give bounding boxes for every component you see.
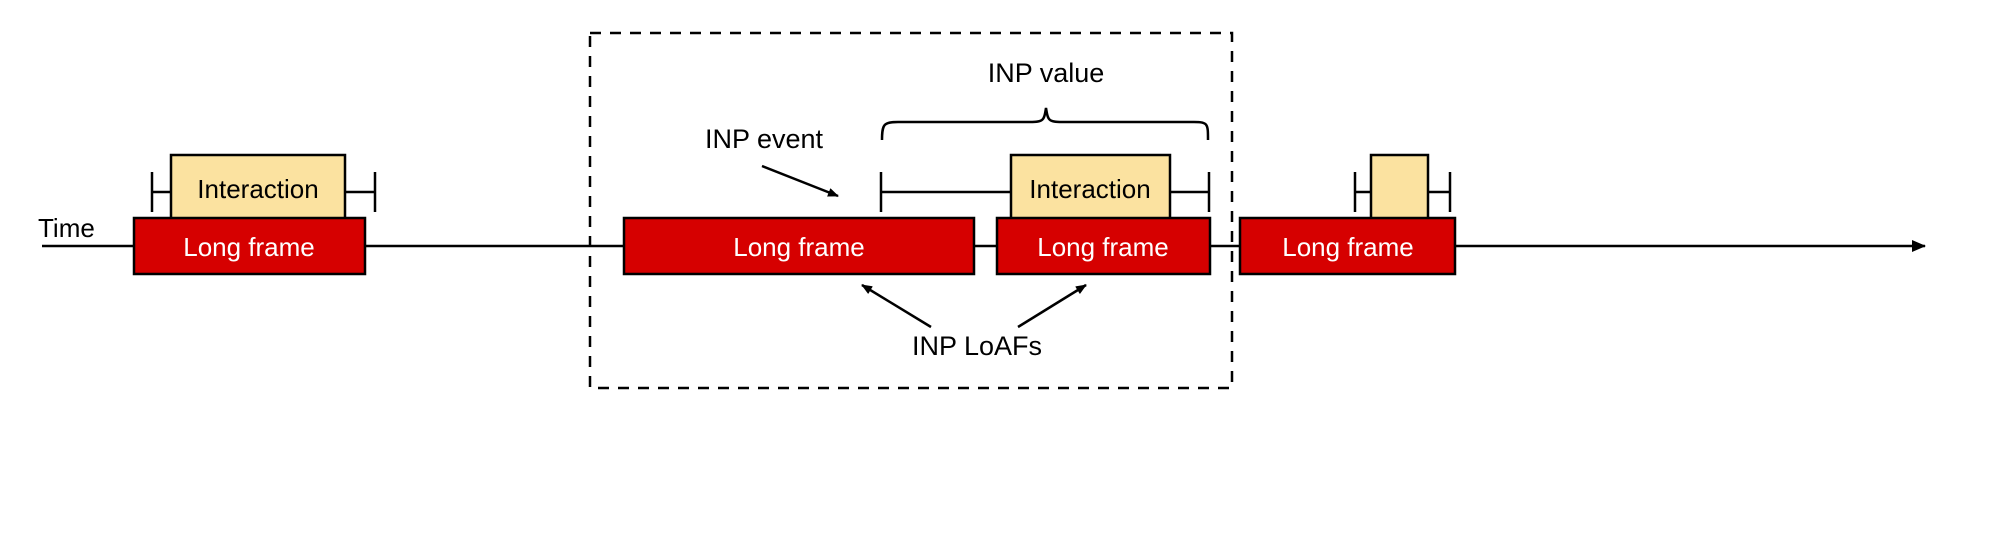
- interaction-box-2: [1009, 153, 1172, 221]
- inp-loafs-arrow-right: [1017, 283, 1087, 329]
- long-frame-box-4: [1238, 216, 1457, 276]
- interaction-label-2: Interaction: [1029, 174, 1150, 204]
- inp-event-arrow: [761, 164, 839, 198]
- interaction-box-3: [1369, 153, 1430, 221]
- interaction-duration-marker-3: [1353, 172, 1452, 212]
- long-frame-box-2: [622, 216, 976, 276]
- inp-loafs-label: INP LoAFs: [912, 331, 1042, 361]
- long-frame-box-3: [995, 216, 1212, 276]
- inp-loafs-arrow-left: [861, 283, 932, 329]
- long-frame-box-1: [132, 216, 367, 276]
- time-axis-label: Time: [38, 213, 95, 243]
- frame-group-inp: INP value INP event Interaction Long fra…: [622, 58, 1212, 361]
- brace-path: [880, 107, 1210, 141]
- long-frame-label-4: Long frame: [1282, 232, 1414, 262]
- interaction-box-1: [169, 153, 347, 221]
- interaction-label-1: Interaction: [197, 174, 318, 204]
- inp-value-label: INP value: [988, 58, 1105, 88]
- interaction-duration-marker-1: [150, 172, 377, 212]
- inp-value-brace: [880, 107, 1210, 141]
- long-frame-label-2: Long frame: [733, 232, 865, 262]
- inp-event-label: INP event: [705, 124, 824, 154]
- inp-group-dashed-box: [588, 31, 1234, 390]
- long-frame-label-1: Long frame: [183, 232, 315, 262]
- interaction-duration-marker-2: [879, 172, 1211, 212]
- long-frame-label-3: Long frame: [1037, 232, 1169, 262]
- frame-group-left: Interaction Long frame: [132, 153, 377, 276]
- frame-group-right: Long frame: [1238, 153, 1457, 276]
